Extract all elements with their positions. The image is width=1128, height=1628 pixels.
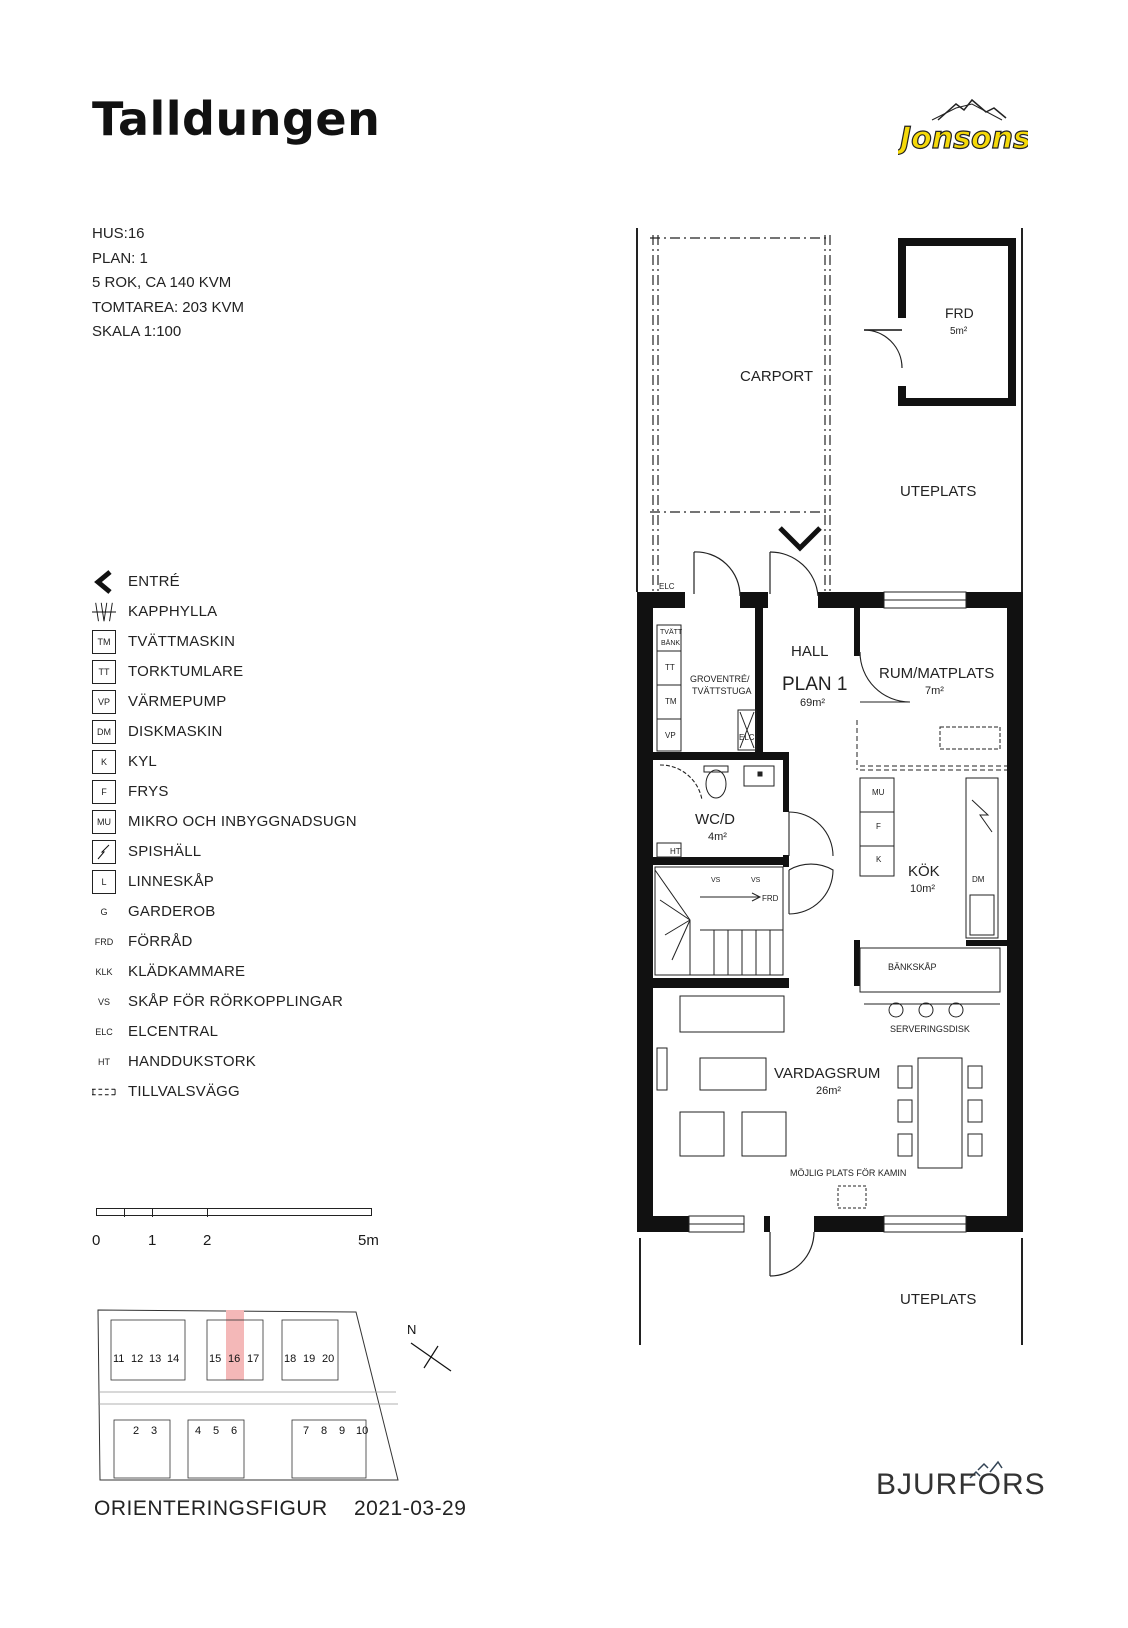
house-number: 15 xyxy=(209,1353,221,1365)
page-title: Talldungen xyxy=(92,92,381,146)
house-number: 5 xyxy=(213,1425,219,1437)
carport-outline xyxy=(650,235,831,592)
info-line-house: HUS:16 xyxy=(92,225,145,242)
scale-label: 2 xyxy=(203,1232,212,1249)
optional-walls xyxy=(856,720,1007,771)
room-label-groventre: GROVENTRÉ/ xyxy=(690,674,750,684)
label-ht: HT xyxy=(670,847,681,856)
room-labels: CARPORT FRD 5m² UTEPLATS UTEPLATS HALL P… xyxy=(690,305,994,1308)
svg-text:Jonsons: Jonsons xyxy=(898,121,1028,156)
optional-wall-icon xyxy=(92,1080,116,1104)
house-number: 3 xyxy=(151,1425,157,1437)
fixture-labels: ELC ELC TVÄTT BÄNK TT TM VP HT VS VS FRD… xyxy=(659,582,985,903)
room-area-frd: 5m² xyxy=(950,326,968,337)
room-area-kok: 10m² xyxy=(910,883,935,895)
label-tvattbank: TVÄTT xyxy=(660,628,683,636)
house-info: HUS:16 PLAN: 1 5 ROK, CA 140 KVM TOMTARE… xyxy=(92,222,244,345)
room-label-hall: HALL xyxy=(791,643,829,660)
info-line-rooms: 5 ROK, CA 140 KVM xyxy=(92,274,232,291)
laundry-fixtures xyxy=(656,624,757,752)
label-kamin: MÖJLIG PLATS FÖR KAMIN xyxy=(790,1168,906,1178)
staircase xyxy=(654,866,784,976)
bjurfors-birds-icon xyxy=(969,1460,1003,1479)
house-number: 11 xyxy=(113,1353,124,1365)
room-label-carport: CARPORT xyxy=(740,368,813,385)
house-number: 2 xyxy=(133,1425,139,1437)
house-number: 9 xyxy=(339,1425,345,1437)
scale-label: 1 xyxy=(148,1232,157,1249)
label-mu: MU xyxy=(872,788,885,797)
jonsons-logo: Jonsons xyxy=(898,98,1028,157)
living-furniture xyxy=(656,995,983,1209)
info-line-plot: TOMTAREA: 203 KVM xyxy=(92,298,244,316)
label-vs-2: VS xyxy=(751,877,761,884)
scale-label: 0 xyxy=(92,1232,101,1249)
label-serveringsdisk: SERVERINGSDISK xyxy=(890,1024,970,1034)
house-number: 19 xyxy=(303,1353,315,1365)
info-line-scale: SKALA 1:100 xyxy=(92,323,182,340)
coat-rack-icon xyxy=(92,600,116,624)
label-elc-inside: ELC xyxy=(739,733,755,742)
house-number: 18 xyxy=(284,1353,296,1365)
house-number: 20 xyxy=(322,1353,334,1365)
entrance-arrow-icon xyxy=(778,526,822,552)
north-label: N xyxy=(407,1322,416,1337)
label-vp: VP xyxy=(665,731,676,740)
plan-area: 69m² xyxy=(800,697,825,709)
house-walls xyxy=(637,592,1023,1232)
scale-label: 5m xyxy=(358,1232,379,1249)
label-k: K xyxy=(876,855,882,864)
house-number: 6 xyxy=(231,1425,237,1437)
info-line-plan: PLAN: 1 xyxy=(92,249,148,267)
room-label-frd: FRD xyxy=(945,305,974,321)
room-area-wc: 4m² xyxy=(708,831,727,843)
label-dm: DM xyxy=(972,875,985,884)
house-number: 10 xyxy=(356,1425,368,1437)
label-tt: TT xyxy=(665,663,675,672)
interior-walls xyxy=(653,608,1007,988)
date-label: 2021-03-29 xyxy=(354,1497,467,1520)
room-label-wc: WC/D xyxy=(695,811,735,828)
label-bankskap: BÄNKSKÅP xyxy=(888,962,937,972)
room-label-kok: KÖK xyxy=(908,862,940,880)
storage-shed xyxy=(863,238,1016,406)
stove-icon xyxy=(92,840,116,864)
label-tm: TM xyxy=(665,697,677,706)
orientation-map: 11 12 13 14 15 16 17 18 19 20 2 3 4 5 6 … xyxy=(97,1309,452,1481)
entrance-doors xyxy=(693,551,819,1277)
label-elc-outside: ELC xyxy=(659,582,675,591)
house-number: 4 xyxy=(195,1425,201,1437)
north-arrow-icon xyxy=(410,1342,452,1372)
house-number: 17 xyxy=(247,1353,259,1365)
room-label-uteplats-bottom: UTEPLATS xyxy=(900,1291,976,1308)
floor-plan: CARPORT FRD 5m² UTEPLATS UTEPLATS HALL P… xyxy=(636,228,1023,1345)
room-label-uteplats-top: UTEPLATS xyxy=(900,483,976,500)
bathroom-fixtures xyxy=(656,765,775,858)
house-number: 13 xyxy=(149,1353,161,1365)
room-area-vardagsrum: 26m² xyxy=(816,1085,841,1097)
orientation-label: ORIENTERINGSFIGUR xyxy=(94,1497,328,1520)
entrance-arrow-icon xyxy=(92,570,116,594)
brand-name: BJURFORS xyxy=(876,1468,1046,1501)
house-number: 8 xyxy=(321,1425,327,1437)
label-vs-1: VS xyxy=(711,877,721,884)
room-label-vardagsrum: VARDAGSRUM xyxy=(774,1065,880,1082)
kitchen-fixtures xyxy=(859,726,1001,1018)
mountain-icon xyxy=(937,98,1007,121)
house-number: 12 xyxy=(131,1353,143,1365)
label-frd-arrow: FRD xyxy=(762,894,779,903)
room-area-rum: 7m² xyxy=(925,685,944,697)
interior-doors xyxy=(659,651,911,915)
house-number: 7 xyxy=(303,1425,309,1437)
room-label-tvattstuga: TVÄTTSTUGA xyxy=(692,686,752,696)
windows xyxy=(688,591,967,1233)
house-number-highlighted: 16 xyxy=(228,1353,240,1365)
label-tvattbank2: BÄNK xyxy=(661,639,680,647)
room-label-rum-matplats: RUM/MATPLATS xyxy=(879,665,994,682)
plan-label: PLAN 1 xyxy=(782,674,847,695)
highlighted-house xyxy=(226,1310,244,1380)
label-f: F xyxy=(876,822,881,831)
house-number: 14 xyxy=(167,1353,179,1365)
lot-boundary xyxy=(636,228,1023,1345)
